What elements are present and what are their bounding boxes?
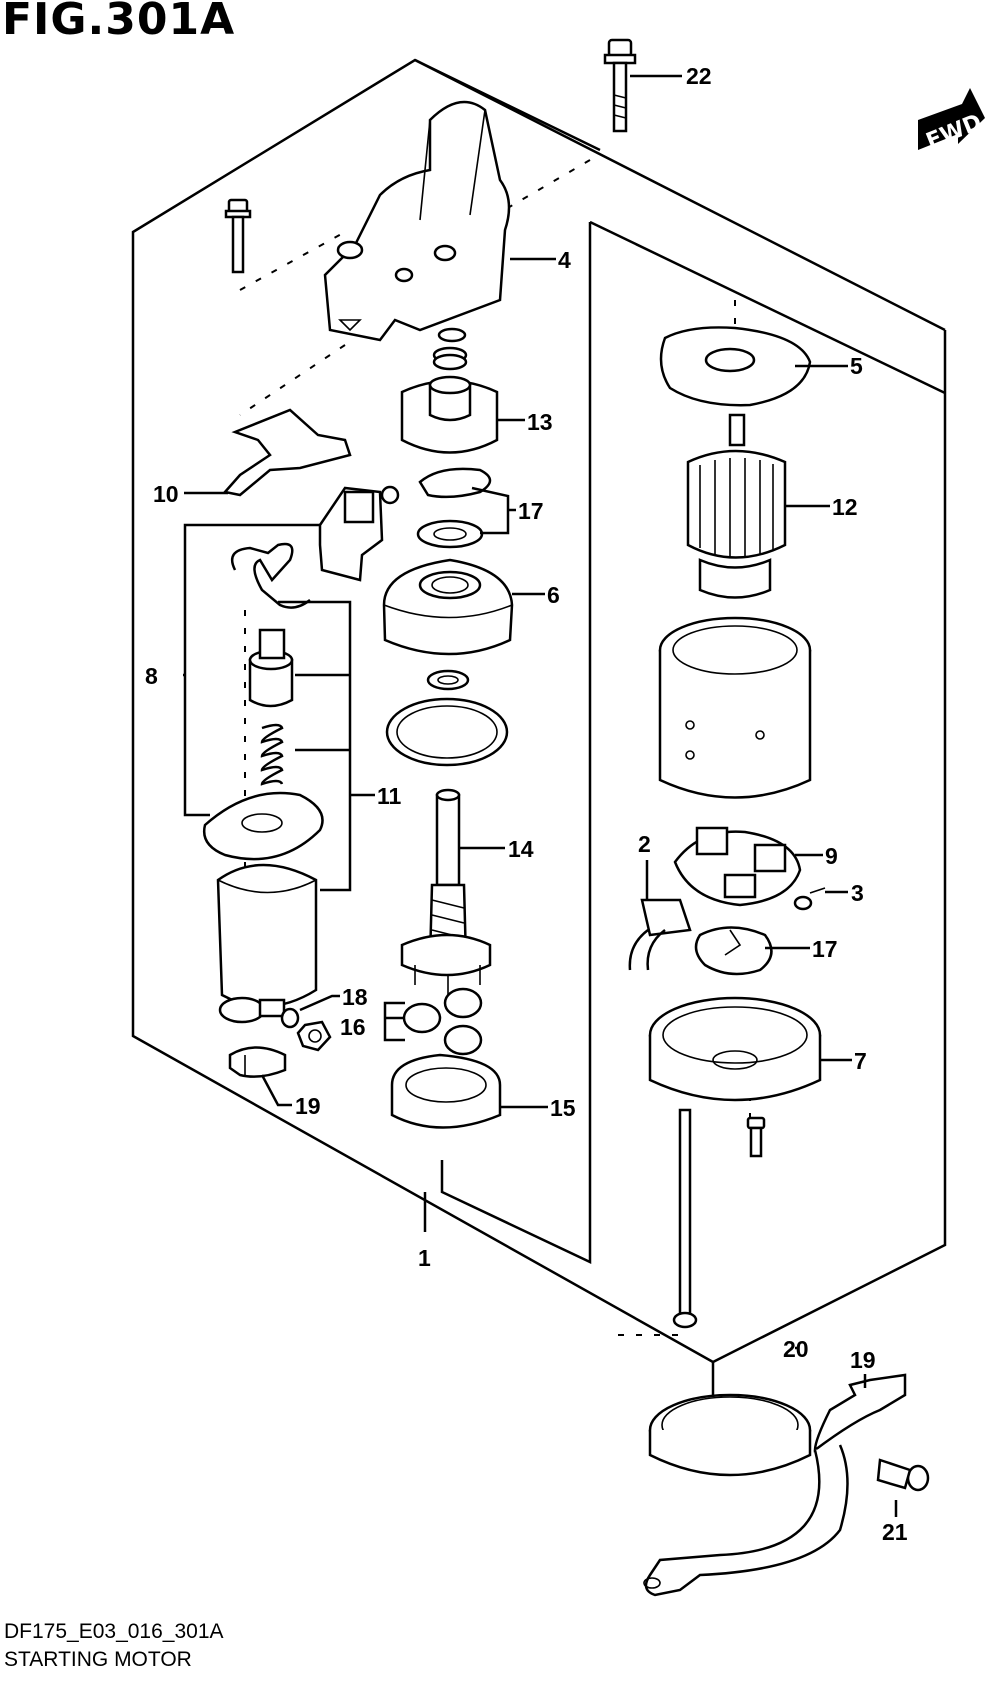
figure-code: DF175_E03_016_301A [4,1620,224,1643]
guide-lines [239,159,751,1336]
gasket-ring [385,697,509,767]
callout-10: 10 [153,481,179,507]
callout-17: 17 [518,498,544,524]
callout-5: 5 [850,353,863,379]
callout-21: 20 [783,1336,809,1362]
callout-7: 7 [854,1048,867,1074]
callout-19: 19 [295,1093,321,1119]
callout-16: 16 [340,1014,366,1040]
callout-1: 1 [418,1245,431,1271]
callout-17-lower: 17 [812,936,838,962]
armature-12 [686,413,787,599]
callout-20: 19 [850,1347,876,1373]
lead-wire-2 [628,898,692,971]
callout-labels: 22 4 5 13 12 10 17 6 8 11 14 2 9 3 17 18… [145,63,908,1545]
assembly-1-outline [131,58,947,1410]
callout-11: 11 [377,783,402,809]
callout-14: 14 [508,836,534,862]
callout-4: 4 [558,247,571,273]
plate-17-lower [694,926,773,976]
solenoid-body [216,863,318,1029]
spring-ring [432,346,468,371]
solenoid-cover-8 [318,485,400,582]
callout-8: 8 [145,663,158,689]
figure-title: FIG.301A [2,0,236,45]
end-cover-7 [648,996,822,1102]
plate-5 [659,326,812,407]
screw-22 [876,1458,930,1492]
callout-22: 21 [882,1519,908,1545]
fwd-arrow-icon: FWD [918,88,985,155]
lever-10 [222,408,352,497]
terminal-3 [793,887,826,911]
bolt-23 [603,38,637,133]
housing-4 [323,100,511,342]
ring-gear-15 [390,1053,502,1129]
yoke [658,616,812,799]
clip-17-upper [416,467,492,549]
callout-2: 2 [638,831,651,857]
strap-20 [643,1373,907,1597]
callout-12: 12 [832,494,858,520]
callout-18: 18 [342,984,368,1010]
through-bolt [672,1108,698,1329]
brush-holder-9 [673,826,802,907]
band-21 [648,1393,812,1477]
plunger [248,628,294,708]
gasket [202,791,324,861]
washer [426,669,470,691]
clamp-19 [228,1046,287,1078]
planet-gears-16 [402,987,483,1056]
bolt-small-lower [746,1116,766,1158]
nut-18 [296,1020,332,1052]
coil-spring [260,723,284,786]
o-ring [437,327,467,343]
wire-spring [230,542,311,609]
figure-caption: STARTING MOTOR [4,1648,192,1671]
callout-15: 15 [550,1095,576,1121]
end-cap-6 [382,558,514,656]
callout-3: 3 [851,880,864,906]
callout-6: 6 [547,582,560,608]
callout-9: 9 [825,843,838,869]
shaft-14 [400,788,492,995]
callout-23: 22 [686,63,712,89]
callout-13: 13 [527,409,553,435]
pinion-13 [400,375,499,454]
leader-lines [183,74,898,1517]
bolt-small [224,198,252,274]
